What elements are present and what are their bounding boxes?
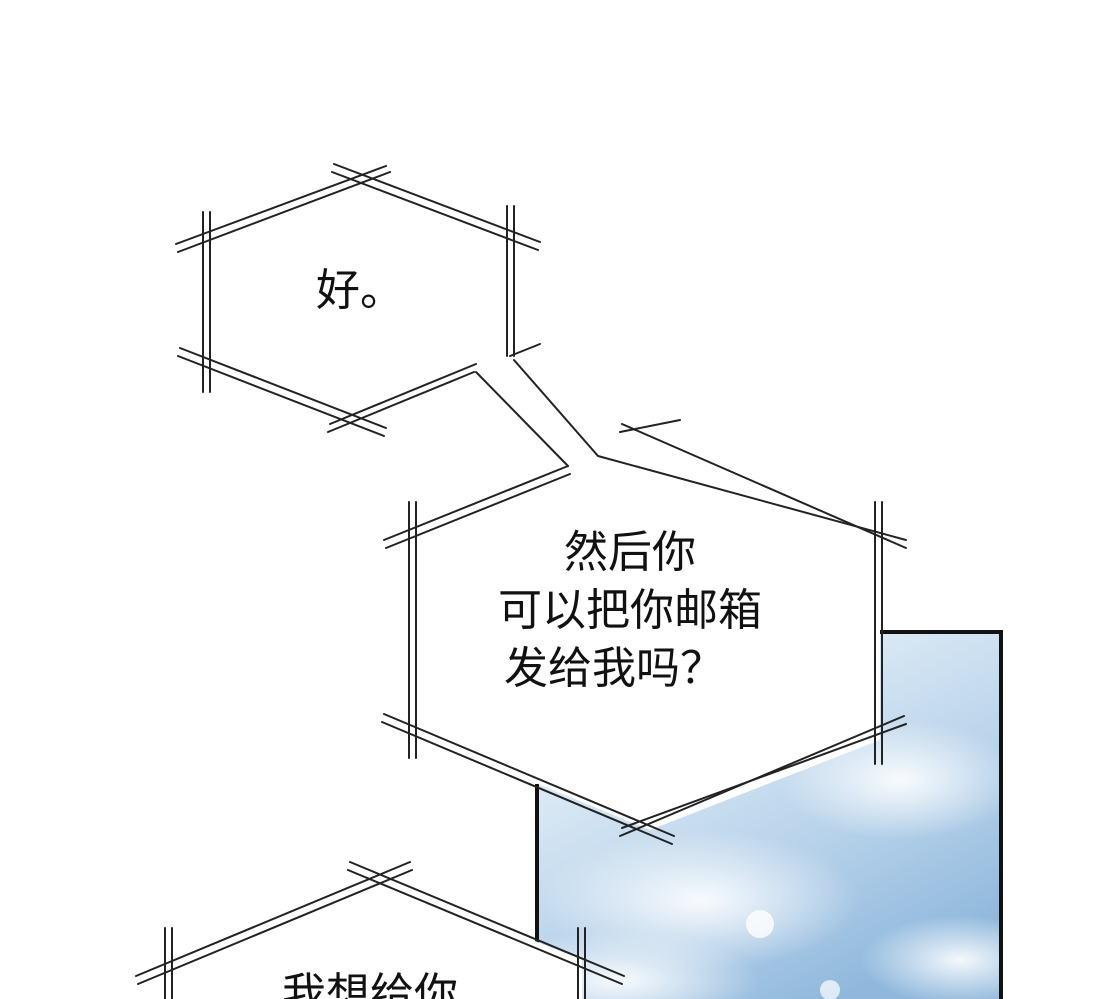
- bubble-2-line-1: 然后你: [564, 527, 696, 578]
- speech-bubble-3-outline: [135, 861, 625, 999]
- speech-bubble-1-outline: [175, 163, 541, 437]
- bubble-1-line: 好。: [316, 265, 404, 316]
- bubble-2-line-2: 可以把你邮箱: [498, 585, 762, 636]
- bubble-2-text: 然后你 可以把你邮箱 发给我吗？: [460, 524, 800, 698]
- bubble-2-line-3: 发给我吗？: [504, 643, 724, 694]
- bubble-3-text: 我想给你: [250, 966, 490, 999]
- bubble-1-text: 好。: [300, 262, 420, 320]
- speech-bubble-2-outline: [381, 419, 907, 845]
- bubble-connector: [475, 359, 599, 467]
- bubble-3-line: 我想给你: [282, 969, 458, 999]
